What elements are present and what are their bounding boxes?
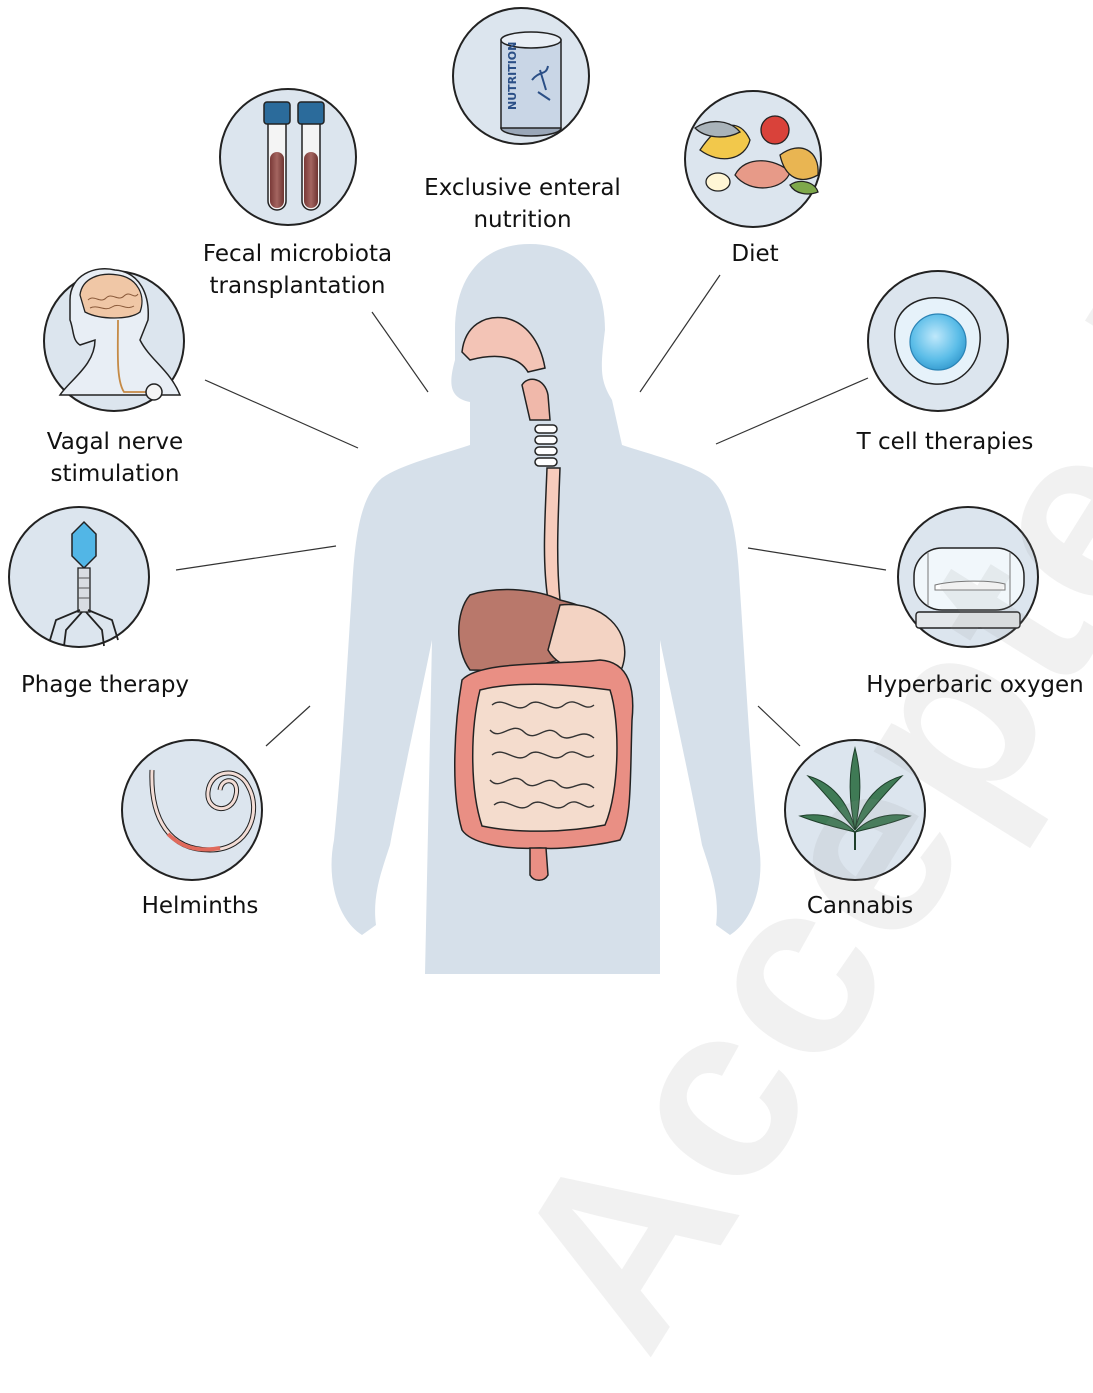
helminths-circle xyxy=(122,740,262,880)
label-hbo: Hyperbaric oxygen xyxy=(860,669,1090,701)
connector-cannabis xyxy=(758,706,800,746)
can-label: NUTRITION xyxy=(506,42,519,110)
esophagus xyxy=(544,468,560,600)
label-diet: Diet xyxy=(700,238,810,270)
label-cannabis: Cannabis xyxy=(790,890,930,922)
label-een: Exclusive enteral nutrition xyxy=(405,172,640,236)
een-circle: NUTRITION xyxy=(453,8,589,144)
nutrition-can-icon: NUTRITION xyxy=(501,32,561,136)
phage-circle xyxy=(9,507,149,647)
tcell-circle xyxy=(868,271,1008,411)
label-tcell: T cell therapies xyxy=(840,426,1050,458)
connector-phage xyxy=(176,546,336,570)
label-fmt: Fecal microbiota transplantation xyxy=(180,238,415,302)
label-phage: Phage therapy xyxy=(5,669,205,701)
cannabis-circle xyxy=(785,740,925,880)
rectum xyxy=(530,848,548,880)
label-vns: Vagal nerve stimulation xyxy=(20,426,210,490)
hyperbaric-chamber-icon xyxy=(914,548,1024,628)
connector-helminths xyxy=(266,706,310,746)
diet-circle xyxy=(685,91,821,227)
connector-vns xyxy=(205,380,358,448)
small-intestine xyxy=(473,684,617,831)
label-helminths: Helminths xyxy=(120,890,280,922)
fmt-circle xyxy=(220,89,356,225)
connector-diet xyxy=(640,275,720,392)
connector-hbo xyxy=(748,548,886,570)
connector-fmt xyxy=(372,312,428,392)
vns-circle xyxy=(44,269,184,411)
t-cell-icon xyxy=(895,298,980,384)
hbo-circle xyxy=(898,507,1038,647)
